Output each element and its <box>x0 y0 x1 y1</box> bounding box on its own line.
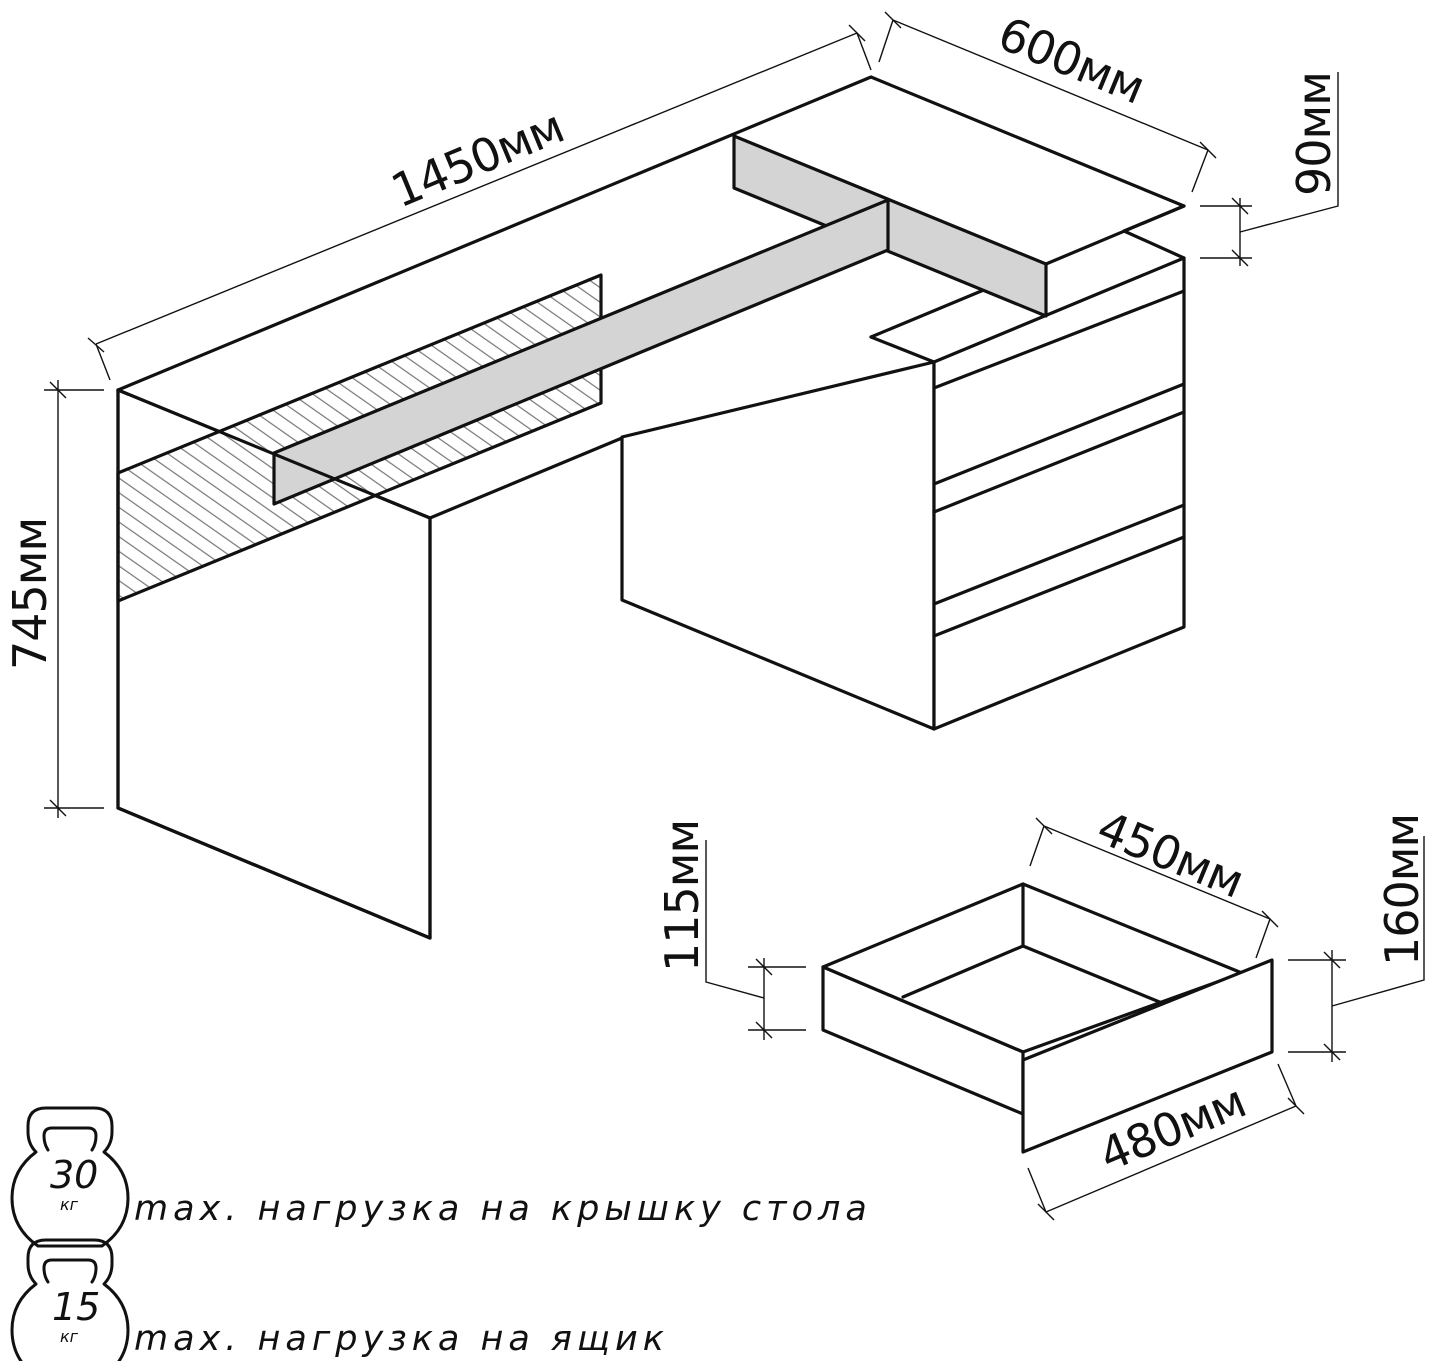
long-rail <box>272 198 890 506</box>
drawer-front-panel <box>1021 958 1274 1154</box>
load-legend-tabletop: 30 кг max. нагрузка на крышку стола <box>10 1106 872 1248</box>
drawer-illustration <box>821 882 1274 1154</box>
drawer-inner-height-label: 115мм <box>655 820 709 972</box>
kettlebell-icon <box>10 1106 130 1248</box>
drawer-dimension-lines <box>705 817 1425 1221</box>
drawer-front-3 <box>932 535 1186 638</box>
pedestal-side <box>620 360 936 731</box>
load-weight-tabletop: 30 <box>50 1153 98 1197</box>
load-caption-tabletop: max. нагрузка на крышку стола <box>134 1189 872 1229</box>
drawer-front-height-label: 160мм <box>1375 814 1429 966</box>
drawer-front-1 <box>932 289 1186 390</box>
desk-length-label: 1450мм <box>384 99 571 218</box>
load-weight-drawer: 15 <box>52 1285 100 1329</box>
load-unit-tabletop: кг <box>60 1195 79 1214</box>
side-rail <box>732 134 1048 318</box>
pedestal-front <box>932 256 1186 731</box>
load-unit-drawer: кг <box>60 1327 79 1346</box>
load-caption-drawer: max. нагрузка на ящик <box>134 1319 669 1359</box>
load-legend-drawer: 15 кг max. нагрузка на ящик <box>10 1238 669 1361</box>
desk-depth-label: 600мм <box>991 6 1152 114</box>
top-thickness-label: 90мм <box>1287 72 1341 196</box>
drawer-front-2 <box>932 410 1186 514</box>
desk-illustration <box>116 75 1186 940</box>
kettlebell-icon <box>10 1238 130 1361</box>
desk-dimension-lines <box>44 11 1339 818</box>
desk-height-label: 745мм <box>3 518 57 670</box>
drawer-depth-label: 450мм <box>1090 800 1251 908</box>
